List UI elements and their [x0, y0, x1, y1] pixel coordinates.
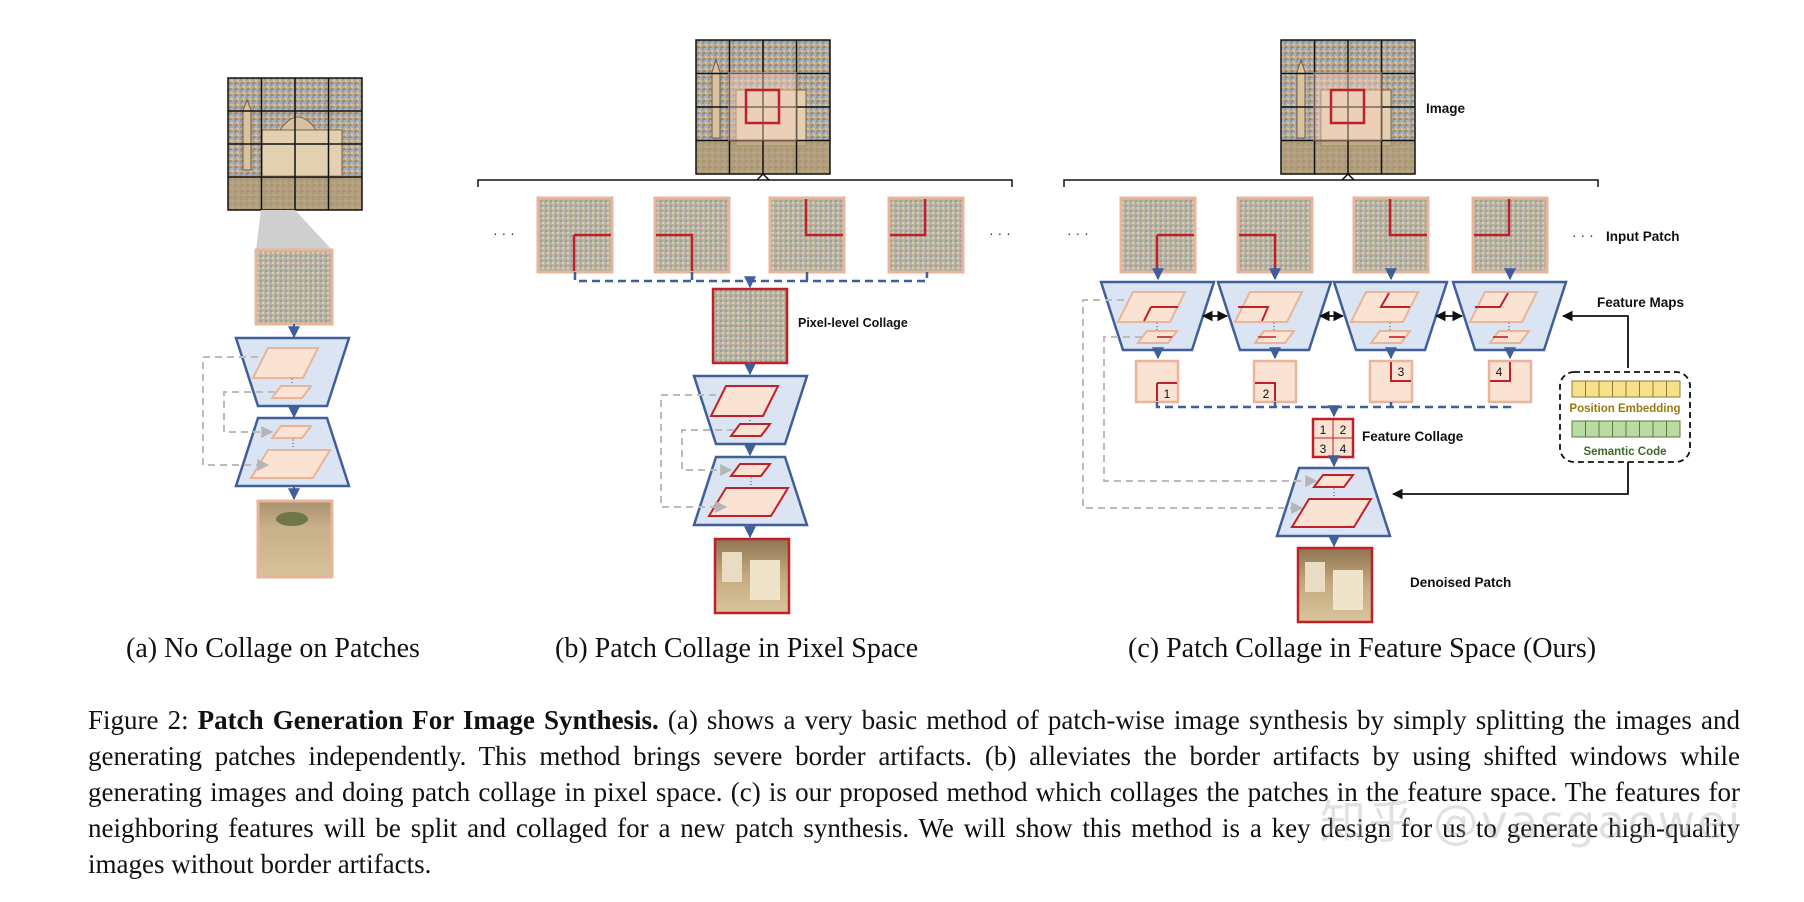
panel-c-skip-connections [1082, 299, 1318, 514]
panel-a-skip-connections [202, 356, 275, 471]
position-embedding-cells [1571, 380, 1681, 398]
encoder-c-3: ⋮ [1332, 280, 1449, 352]
panel-b-output-patch [713, 537, 791, 615]
panel-b-ellipsis-right: · · · [989, 225, 1011, 241]
caption-prefix: Figure 2: [88, 705, 198, 735]
feature-map-4: 4 [1487, 359, 1533, 404]
watermark: 知乎 @vasgaowei [1320, 795, 1743, 849]
panel-c-feature-maps: 1 2 3 4 [1134, 359, 1533, 404]
panel-c-patch-to-encoder-arrows [1152, 268, 1516, 281]
zoom-projection [256, 210, 332, 250]
feature-collage-label: Feature Collage [1362, 429, 1464, 444]
panel-a-output-patch [256, 499, 334, 579]
feature-map-1: 1 [1134, 359, 1180, 404]
panel-c-decoder: ⋮ [1275, 466, 1392, 538]
panel-b-collage-connector [573, 272, 929, 283]
panel-a-input-patch [254, 248, 334, 326]
caption-body: (a) shows a very basic method of patch-w… [88, 705, 1740, 879]
panel-b: · · · · · · [477, 39, 1013, 615]
panel-b-encoder: ⋮ [692, 374, 809, 446]
input-patch-label: Input Patch [1606, 229, 1680, 244]
panel-a-decoder: ⋮ [234, 416, 351, 488]
encoder-c-2: ⋮ [1216, 280, 1333, 352]
input-patch-b-1 [536, 196, 614, 274]
panel-a: ⋮ ⋮ [202, 77, 363, 579]
input-patch-b-3 [768, 196, 846, 274]
pixel-level-collage-patch [711, 287, 789, 365]
svg-text:⋮: ⋮ [746, 415, 755, 425]
svg-text:⋮: ⋮ [1330, 487, 1339, 497]
feature-maps-label: Feature Maps [1597, 295, 1684, 310]
pixel-level-collage-label: Pixel-level Collage [798, 316, 908, 330]
input-patch-c-1 [1119, 196, 1197, 274]
svg-text:1: 1 [1164, 387, 1171, 401]
svg-text:4: 4 [1340, 442, 1347, 456]
subcaption-b: (b) Patch Collage in Pixel Space [555, 633, 919, 664]
caption-title: Patch Generation For Image Synthesis. [197, 705, 659, 735]
panel-a-encoder: ⋮ [234, 336, 351, 408]
svg-text:3: 3 [1320, 442, 1327, 456]
svg-text:⋮: ⋮ [289, 438, 298, 448]
svg-text:⋮: ⋮ [1386, 321, 1395, 331]
svg-text:⋮: ⋮ [1505, 321, 1514, 331]
svg-text:⋮: ⋮ [1153, 321, 1162, 331]
svg-text:⋮: ⋮ [747, 476, 756, 486]
svg-text:⋮: ⋮ [1270, 321, 1279, 331]
semantic-code-label: Semantic Code [1583, 446, 1666, 458]
svg-text:2: 2 [1263, 387, 1270, 401]
panel-b-ellipsis-left: · · · [493, 225, 515, 241]
svg-text:1: 1 [1320, 423, 1327, 437]
input-patch-b-4 [887, 196, 965, 274]
panel-c-image [1280, 39, 1416, 175]
panel-c-brace [1063, 179, 1599, 187]
subcaption-a: (a) No Collage on Patches [126, 633, 420, 664]
panel-c-encoders: ⋮ ⋮ ⋮ [1099, 280, 1568, 352]
panel-b-brace [477, 179, 1013, 187]
denoised-patch-label: Denoised Patch [1410, 575, 1511, 590]
feature-map-3: 3 [1368, 359, 1414, 404]
panel-b-decoder: ⋮ [692, 455, 809, 527]
svg-text:4: 4 [1496, 365, 1503, 379]
panel-b-skip-connections [660, 394, 734, 513]
panel-b-image [695, 39, 831, 175]
svg-text:2: 2 [1340, 423, 1347, 437]
panel-c: Image · · · · · · Input Patch [1063, 39, 1691, 624]
panel-c-encoder-to-feature-arrows [1152, 347, 1516, 360]
feature-map-2: 2 [1252, 359, 1298, 404]
semantic-code-cells [1571, 420, 1681, 438]
denoised-patch [1296, 546, 1374, 624]
encoder-c-1: ⋮ [1099, 280, 1216, 352]
panel-a-image [227, 77, 363, 211]
input-patch-b-2 [653, 196, 731, 274]
subcaption-c: (c) Patch Collage in Feature Space (Ours… [1128, 633, 1597, 664]
encoder-c-4: ⋮ [1451, 280, 1568, 352]
input-patch-c-4 [1471, 196, 1549, 274]
panel-c-ellipsis-right: · · · [1572, 227, 1594, 243]
panel-b-input-patches [536, 196, 965, 274]
input-patch-c-2 [1236, 196, 1314, 274]
conditioning-box: Position Embedding Semantic Code [1559, 371, 1691, 463]
svg-text:3: 3 [1398, 365, 1405, 379]
panel-c-collage-connector [1155, 402, 1512, 409]
position-embedding-label: Position Embedding [1569, 403, 1680, 415]
figure-caption: Figure 2: Patch Generation For Image Syn… [88, 702, 1740, 882]
input-patch-c-3 [1352, 196, 1430, 274]
panel-c-ellipsis-left: · · · [1067, 225, 1089, 241]
panel-c-input-patches [1119, 196, 1549, 274]
svg-text:⋮: ⋮ [288, 377, 297, 387]
feature-collage-grid: 1 2 3 4 [1311, 417, 1355, 459]
image-label: Image [1426, 101, 1466, 116]
